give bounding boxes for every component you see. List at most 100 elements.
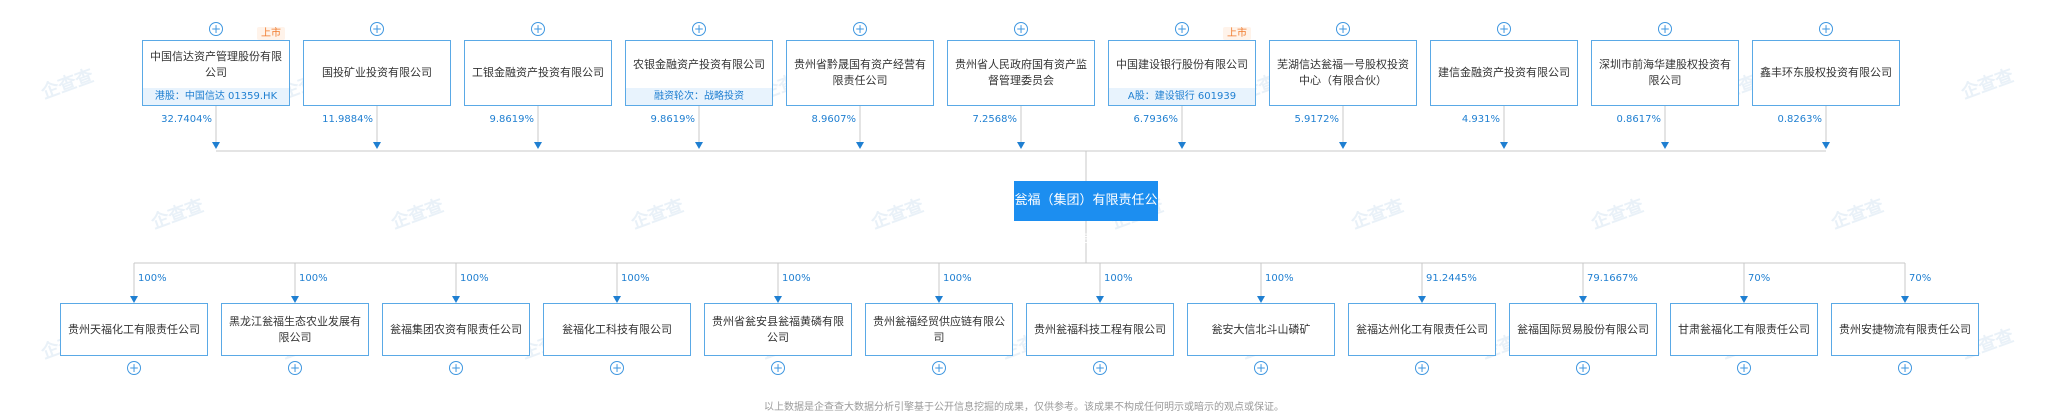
shareholding-percent: 32.7404% — [161, 114, 212, 125]
subsidiary-name: 贵州安捷物流有限责任公司 — [1839, 322, 1971, 336]
plus-circle-icon[interactable]: + — [1254, 361, 1268, 375]
arrow-down-icon — [613, 296, 621, 303]
shareholder-node[interactable]: 贵州省黔晟国有资产经营有限责任公司 — [786, 40, 934, 106]
subsidiary-name: 瓮福达州化工有限责任公司 — [1356, 322, 1488, 336]
arrow-down-icon — [935, 296, 943, 303]
listing-tag: 融资轮次：战略投资 — [626, 88, 772, 105]
arrow-down-icon — [856, 142, 864, 149]
shareholder-node[interactable]: 国投矿业投资有限公司 — [303, 40, 451, 106]
plus-circle-icon[interactable]: + — [932, 361, 946, 375]
shareholder-node[interactable]: 芜湖信达瓮福一号股权投资中心（有限合伙） — [1269, 40, 1417, 106]
arrow-down-icon — [1822, 142, 1830, 149]
plus-circle-icon[interactable]: + — [1415, 361, 1429, 375]
shareholding-percent: 4.931% — [1461, 114, 1500, 125]
subsidiary-node[interactable]: 瓮福化工科技有限公司 — [543, 303, 691, 356]
subsidiary-node[interactable]: 贵州安捷物流有限责任公司 — [1831, 303, 1979, 356]
arrow-down-icon — [291, 296, 299, 303]
arrow-down-icon — [1579, 296, 1587, 303]
arrow-down-icon — [1096, 296, 1104, 303]
holding-percent: 100% — [460, 273, 489, 284]
plus-circle-icon[interactable]: + — [370, 22, 384, 36]
subsidiary-node[interactable]: 贵州瓮福科技工程有限公司 — [1026, 303, 1174, 356]
shareholder-name: 建信金融资产投资有限公司 — [1438, 66, 1570, 79]
shareholder-node[interactable]: 工银金融资产投资有限公司 — [464, 40, 612, 106]
subsidiary-name: 甘肃瓮福化工有限责任公司 — [1678, 322, 1810, 336]
shareholder-node[interactable]: 鑫丰环东股权投资有限公司 — [1752, 40, 1900, 106]
arrow-down-icon — [212, 142, 220, 149]
subsidiary-name: 黑龙江瓮福生态农业发展有限公司 — [229, 314, 361, 344]
subsidiary-name: 贵州省瓮安县瓮福黄磷有限公司 — [712, 314, 844, 344]
shareholder-node[interactable]: 建信金融资产投资有限公司 — [1430, 40, 1578, 106]
shareholding-percent: 9.8619% — [489, 114, 535, 125]
arrow-down-icon — [130, 296, 138, 303]
arrow-down-icon — [774, 296, 782, 303]
subsidiary-node[interactable]: 贵州瓮福经贸供应链有限公司 — [865, 303, 1013, 356]
subsidiary-name: 瓮福国际贸易股份有限公司 — [1517, 322, 1649, 336]
subsidiary-name: 瓮福集团农资有限责任公司 — [390, 322, 522, 336]
shareholder-name: 鑫丰环东股权投资有限公司 — [1760, 66, 1892, 79]
plus-circle-icon[interactable]: + — [692, 22, 706, 36]
shareholding-percent: 5.9172% — [1294, 114, 1340, 125]
subsidiary-node[interactable]: 瓮福集团农资有限责任公司 — [382, 303, 530, 356]
shareholder-node[interactable]: 贵州省人民政府国有资产监督管理委员会 — [947, 40, 1095, 106]
shareholder-name: 深圳市前海华建股权投资有限公司 — [1599, 58, 1731, 87]
holding-percent: 100% — [138, 273, 167, 284]
plus-circle-icon[interactable]: + — [1819, 22, 1833, 36]
subsidiary-name: 瓮安大信北斗山磷矿 — [1211, 322, 1311, 336]
holding-percent: 100% — [1265, 273, 1294, 284]
plus-circle-icon[interactable]: + — [1576, 361, 1590, 375]
listed-badge: 上市 — [257, 27, 285, 40]
plus-circle-icon[interactable]: + — [1014, 22, 1028, 36]
plus-circle-icon[interactable]: + — [1898, 361, 1912, 375]
holding-percent: 100% — [299, 273, 328, 284]
plus-circle-icon[interactable]: + — [1737, 361, 1751, 375]
plus-circle-icon[interactable]: + — [610, 361, 624, 375]
shareholder-name: 工银金融资产投资有限公司 — [472, 66, 604, 79]
plus-circle-icon[interactable]: + — [1093, 361, 1107, 375]
plus-circle-icon[interactable]: + — [288, 361, 302, 375]
plus-circle-icon[interactable]: + — [449, 361, 463, 375]
arrow-down-icon — [1500, 142, 1508, 149]
plus-circle-icon[interactable]: + — [1175, 22, 1189, 36]
shareholder-name: 农银金融资产投资有限公司 — [633, 57, 765, 71]
shareholder-node[interactable]: 农银金融资产投资有限公司融资轮次：战略投资 — [625, 40, 773, 106]
shareholding-percent: 9.8619% — [650, 114, 696, 125]
plus-circle-icon[interactable]: + — [127, 361, 141, 375]
subsidiary-node[interactable]: 瓮安大信北斗山磷矿 — [1187, 303, 1335, 356]
holding-percent: 100% — [782, 273, 811, 284]
shareholding-percent: 7.2568% — [972, 114, 1018, 125]
holding-percent: 100% — [621, 273, 650, 284]
plus-circle-icon[interactable]: + — [1497, 22, 1511, 36]
shareholder-name: 贵州省人民政府国有资产监督管理委员会 — [955, 58, 1087, 87]
shareholding-percent: 8.9607% — [811, 114, 857, 125]
plus-circle-icon[interactable]: + — [209, 22, 223, 36]
center-company[interactable]: 瓮福（集团）有限责任公司 — [1014, 181, 1158, 248]
plus-circle-icon[interactable]: + — [853, 22, 867, 36]
subsidiary-node[interactable]: 甘肃瓮福化工有限责任公司 — [1670, 303, 1818, 356]
shareholder-name: 贵州省黔晟国有资产经营有限责任公司 — [794, 58, 926, 87]
subsidiary-node[interactable]: 瓮福国际贸易股份有限公司 — [1509, 303, 1657, 356]
subsidiary-name: 贵州瓮福科技工程有限公司 — [1034, 322, 1166, 336]
subsidiary-name: 瓮福化工科技有限公司 — [562, 322, 672, 336]
arrow-down-icon — [534, 142, 542, 149]
plus-circle-icon[interactable]: + — [1336, 22, 1350, 36]
arrow-down-icon — [1901, 296, 1909, 303]
plus-circle-icon[interactable]: + — [1658, 22, 1672, 36]
shareholder-node[interactable]: 深圳市前海华建股权投资有限公司 — [1591, 40, 1739, 106]
arrow-down-icon — [1740, 296, 1748, 303]
arrow-down-icon — [1418, 296, 1426, 303]
plus-circle-icon[interactable]: + — [771, 361, 785, 375]
subsidiary-name: 贵州瓮福经贸供应链有限公司 — [873, 314, 1005, 344]
subsidiary-node[interactable]: 贵州天福化工有限责任公司 — [60, 303, 208, 356]
subsidiary-node[interactable]: 瓮福达州化工有限责任公司 — [1348, 303, 1496, 356]
plus-circle-icon[interactable]: + — [531, 22, 545, 36]
subsidiary-node[interactable]: 黑龙江瓮福生态农业发展有限公司 — [221, 303, 369, 356]
shareholder-name: 国投矿业投资有限公司 — [322, 66, 432, 79]
arrow-down-icon — [1017, 142, 1025, 149]
arrow-down-icon — [1661, 142, 1669, 149]
shareholder-name: 芜湖信达瓮福一号股权投资中心（有限合伙） — [1277, 58, 1409, 87]
holding-percent: 91.2445% — [1426, 273, 1477, 284]
subsidiary-node[interactable]: 贵州省瓮安县瓮福黄磷有限公司 — [704, 303, 852, 356]
